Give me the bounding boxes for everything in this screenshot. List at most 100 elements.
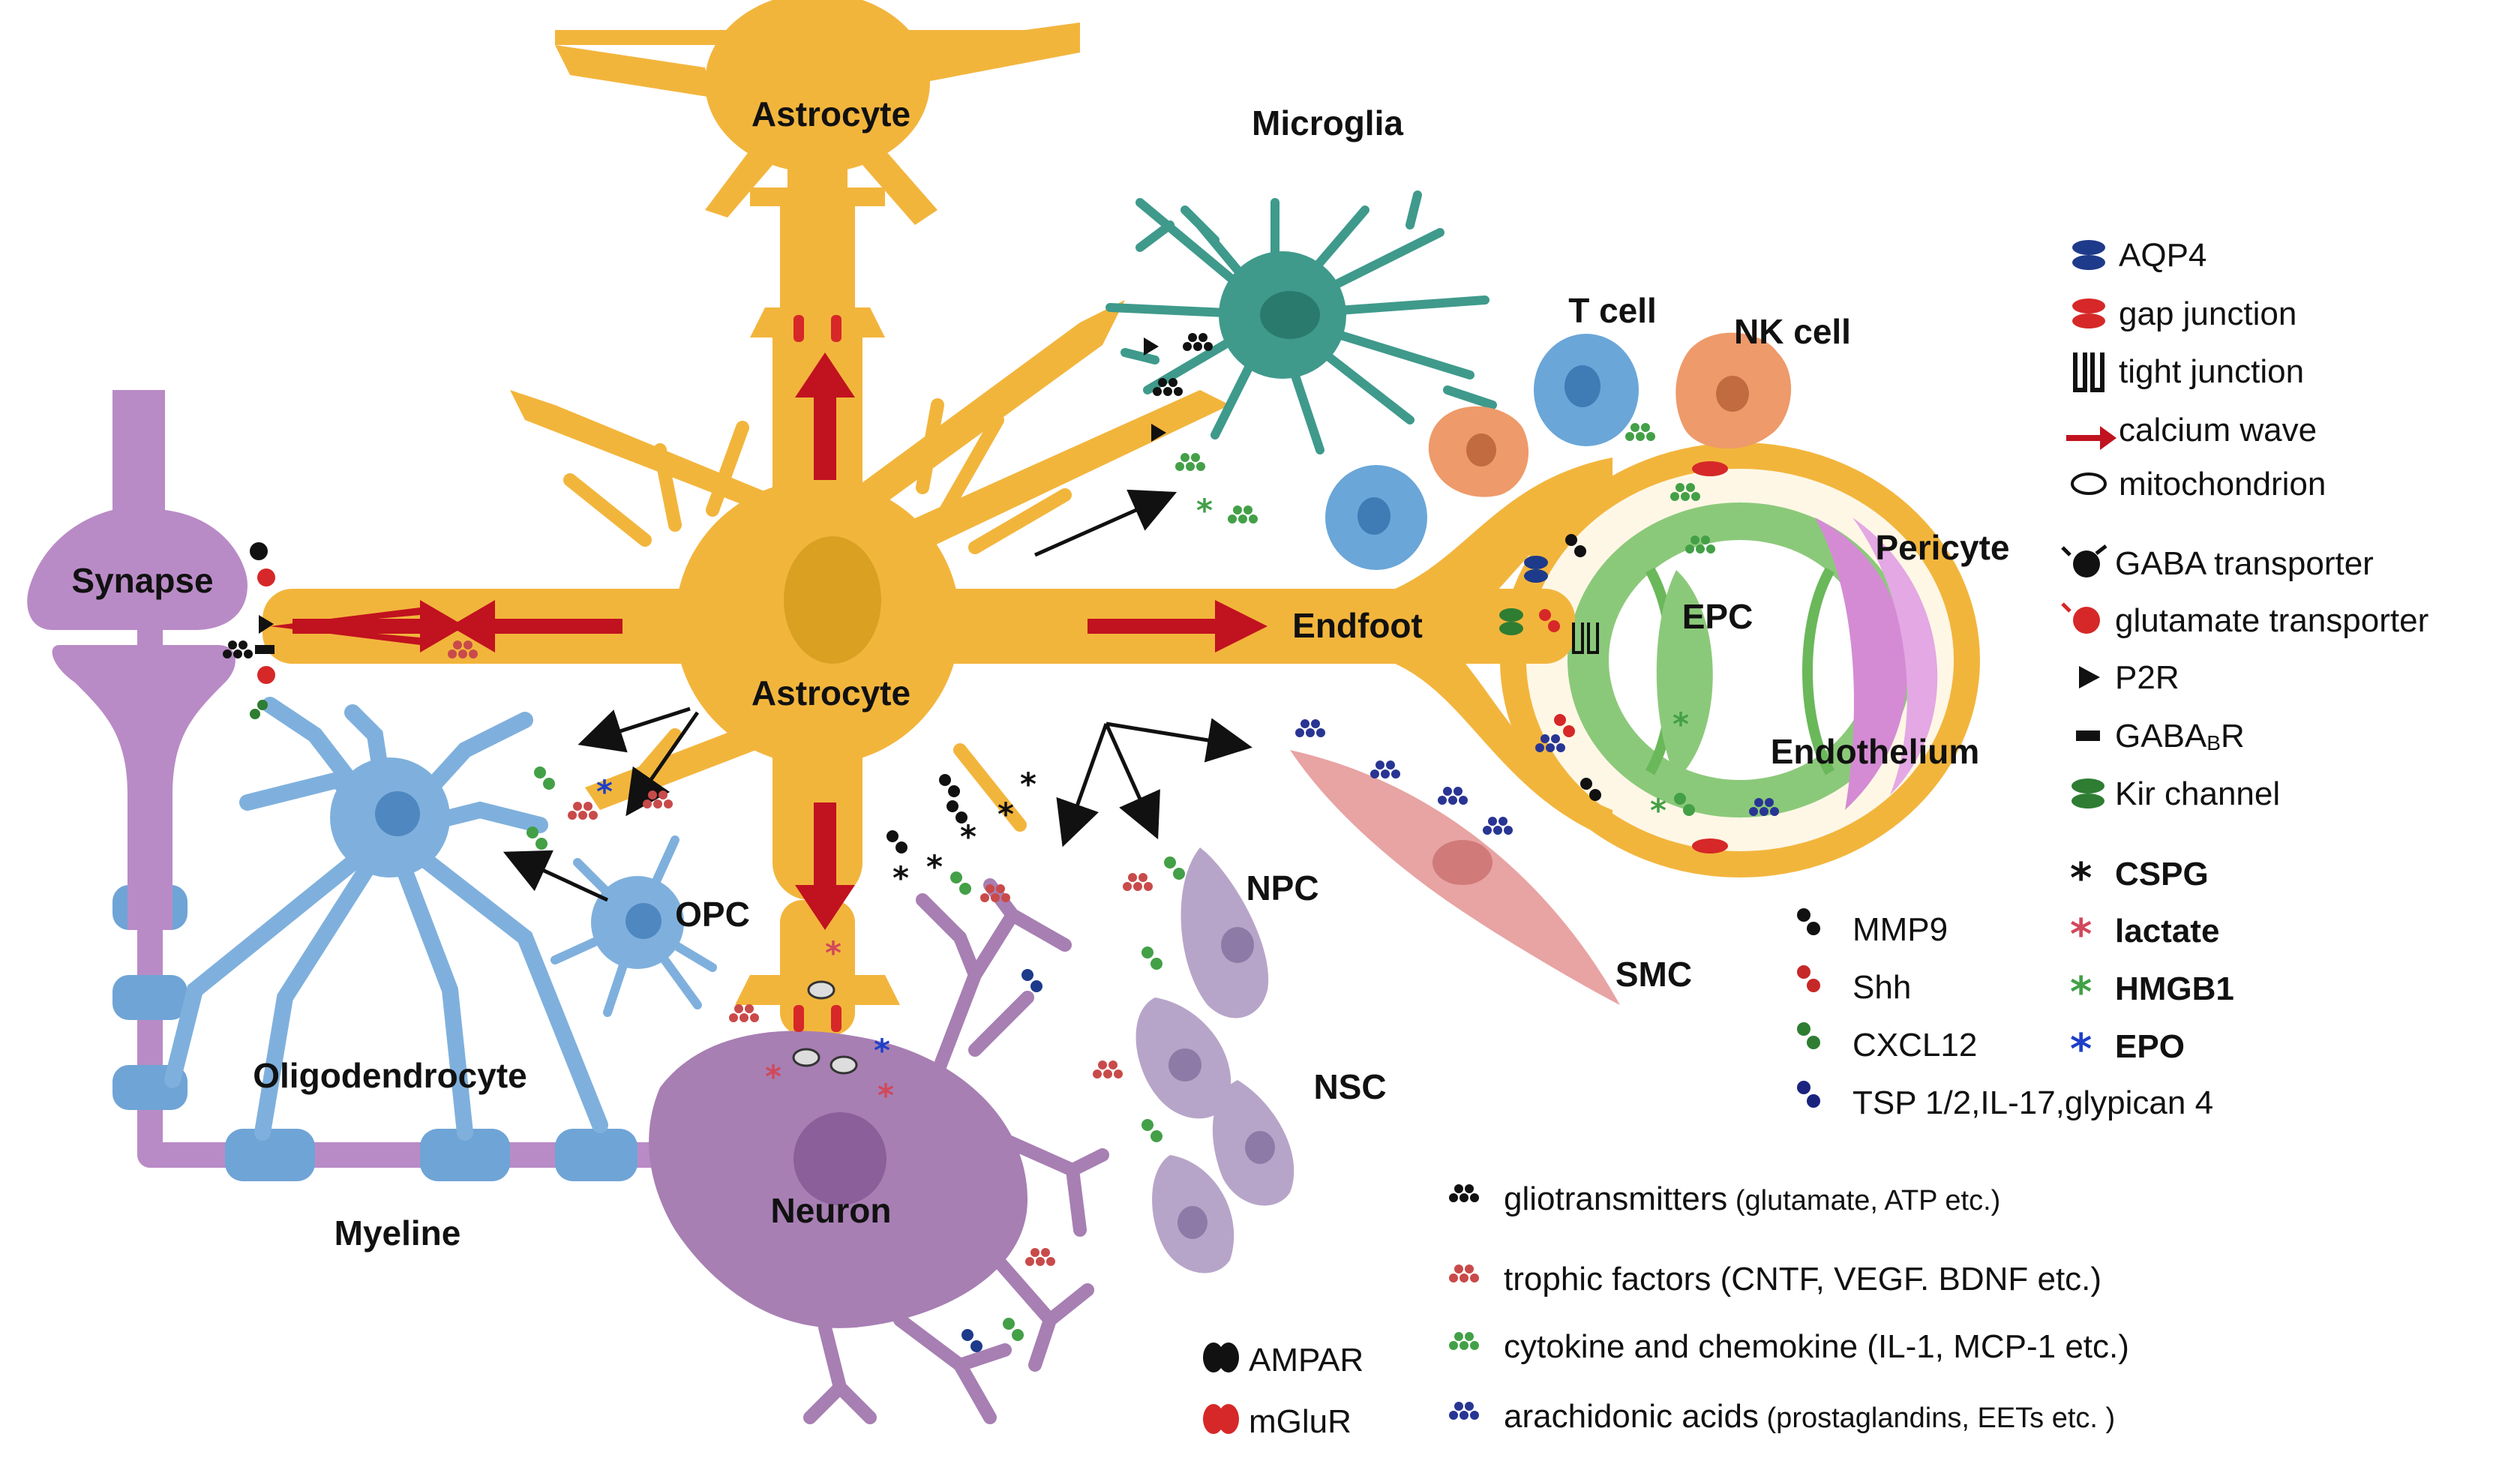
kir-channel-icon [2072,778,2104,808]
hmgb1-star-icon: * [2070,968,2092,1017]
gababr-bar-icon [2076,730,2100,741]
shh-dots-icon [1797,965,1820,992]
blood-cell-orange [1428,406,1529,497]
nsc-cells [1152,1080,1294,1274]
svg-text:*: * [892,860,909,896]
legend-structures: AQP4 gap junction tight junction calcium… [2066,237,2326,502]
label-microglia: Microglia [1252,104,1403,142]
legend-trophic-factors-detail: (CNTF, VEGF. BDNF etc.) [1711,1261,2102,1298]
legend-gababr-main: GABA [2115,718,2207,754]
legend-cytokine-detail: (IL-1, MCP-1 etc.) [1858,1328,2129,1365]
svg-text:*: * [765,1058,782,1095]
lactate-star-icon: * [2070,910,2092,959]
svg-text:*: * [1020,766,1036,802]
astrocyte-center-nucleus [784,536,881,664]
svg-text:*: * [1196,492,1213,529]
legend-neuron-receptors: AMPAR mGluR [1203,1342,1364,1440]
paired-factor-dots [526,534,1695,1352]
legend-mglur: mGluR [1249,1403,1352,1440]
tsp-dots-icon [1797,1081,1820,1108]
oligodendrocyte-nucleus [375,791,420,836]
svg-text:*: * [596,773,613,810]
legend-receptors: GABA transporter glutamate transporter P… [2061,544,2428,812]
legend-gababr-end: R [2221,718,2245,754]
label-synapse: Synapse [71,561,213,600]
gap-junctions [794,315,1728,1032]
legend-arachidonic-detail: (prostaglandins, EETs etc. ) [1759,1402,2115,1434]
legend-shh: Shh [1852,969,1911,1006]
stars-scatter: ** ** * ** * ** ** * [596,492,1689,1114]
neuron-nucleus [794,1112,886,1205]
vessel-channels [1499,556,1599,654]
label-myeline: Myeline [334,1214,461,1252]
aqp4-icon [2072,240,2105,270]
opc-nucleus [626,903,662,939]
legend-hmgb1: HMGB1 [2115,970,2234,1007]
legend-gap-junction: gap junction [2119,296,2296,332]
legend-cxcl12: CXCL12 [1852,1027,1977,1064]
label-endfoot: Endfoot [1292,606,1423,645]
legend-gababr-sub: B [2206,731,2221,754]
p2r-triangle-icon [2079,666,2100,688]
legend-mmp9: MMP9 [1852,911,1948,948]
svg-text:*: * [825,934,842,971]
legend-ampar: AMPAR [1249,1342,1364,1378]
legend-gababr: GABABR [2115,718,2245,754]
calcium-wave-arrow-icon [2066,426,2116,450]
cxcl12-dots-icon [1797,1022,1820,1049]
legend-arachidonic-main: arachidonic acids [1504,1398,1759,1435]
cell-labels: Astrocyte Astrocyte Microglia T cell NK … [71,94,2009,1252]
oligodendrocyte-cell [164,697,608,1141]
label-npc: NPC [1246,868,1318,908]
legend-cytokine-main: cytokine and chemokine [1504,1328,1858,1365]
legend-tight-junction: tight junction [2119,353,2304,390]
calcium-waves [270,352,1268,930]
label-neuron: Neuron [771,1191,892,1230]
label-astrocyte-center: Astrocyte [752,674,910,712]
label-epc: EPC [1682,597,1754,636]
legend-gliotransmitters-detail: (glutamate, ATP etc.) [1727,1185,2000,1216]
glutamate-transporter-icon [2061,602,2100,634]
legend-arachidonic: arachidonic acids (prostaglandins, EETs … [1504,1398,2115,1435]
legend-p2r: P2R [2115,659,2180,696]
label-nsc: NSC [1313,1067,1386,1106]
legend-groups: gliotransmitters (glutamate, ATP etc.) t… [1449,1180,2129,1435]
svg-text:*: * [1672,706,1689,742]
legend-factors-left: MMP9 Shh CXCL12 TSP 1/2,IL-17,glypican 4 [1797,908,2213,1121]
svg-text:*: * [926,848,943,885]
legend-cspg: CSPG [2115,856,2209,892]
p2r-triangles [1144,338,1166,442]
epo-star-icon: * [2070,1025,2092,1074]
smc-cell [1290,750,1620,1005]
mitochondrion-icon [2071,472,2107,495]
label-opc: OPC [675,895,750,934]
legend-glutamate-transporter: glutamate transporter [2115,602,2428,639]
legend-factors-right: * CSPG * lactate * HMGB1 * EPO [2070,854,2234,1074]
astrocyte-top-cell [555,0,1080,225]
blood-cell-blue [1325,465,1427,570]
mmp9-dots-icon [1797,908,1820,935]
legend-gliotransmitters-main: gliotransmitters [1504,1180,1727,1217]
cytokine-cluster-icon [1449,1332,1479,1350]
blood-vessel [1500,442,1980,878]
nk-cell [1676,332,1792,449]
gap-junction-icon [2072,298,2105,328]
cspg-star-icon: * [2070,854,2092,903]
svg-text:*: * [878,1077,894,1114]
synapse-structure [27,390,248,930]
mitochondria [792,980,858,1075]
legend-mitochondrion: mitochondrion [2119,466,2326,502]
ampar-icon [1203,1342,1239,1372]
astrocyte-processes [563,398,1072,832]
epc-cell [1656,570,1713,780]
legend-gliotransmitters: gliotransmitters (glutamate, ATP etc.) [1504,1180,2000,1217]
label-smc: SMC [1616,955,1692,994]
label-t-cell: T cell [1568,291,1657,330]
signal-arrows [502,489,1252,902]
legend-gaba-transporter: GABA transporter [2115,545,2374,582]
synapse-receptors [250,542,275,719]
legend-tsp: TSP 1/2,IL-17,glypican 4 [1852,1084,2213,1121]
legend-trophic-factors-main: trophic factors [1504,1261,1711,1298]
label-pericyte: Pericyte [1875,528,2009,567]
